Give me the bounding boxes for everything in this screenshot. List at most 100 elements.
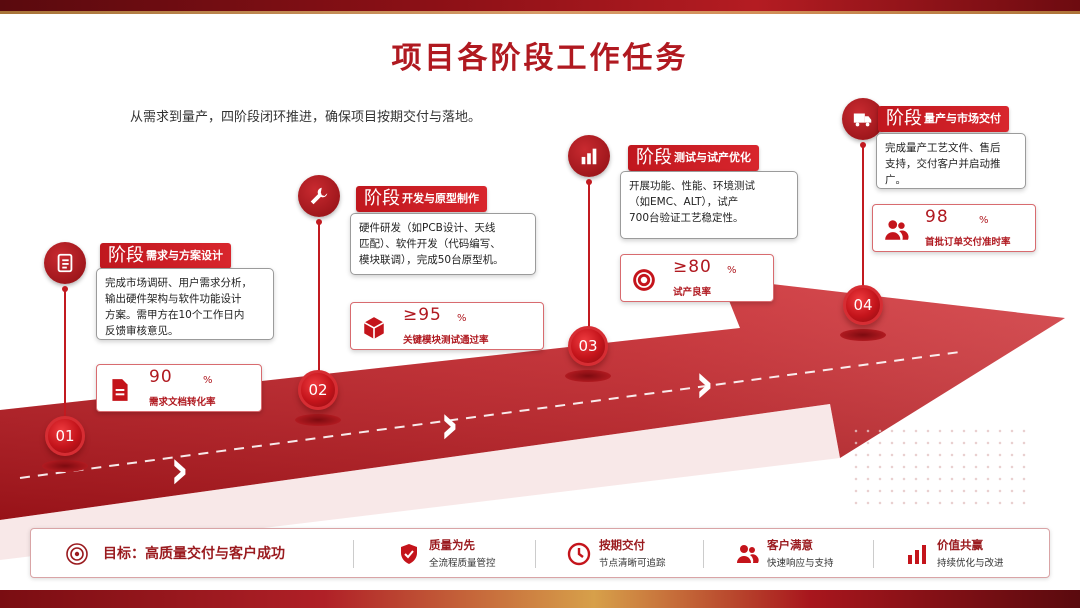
- desc-line: 匹配）、软件开发（代码编写、: [359, 238, 501, 250]
- clock-icon: [567, 542, 591, 566]
- bar-chart-icon: [908, 545, 926, 564]
- stage-3-stem: [588, 181, 590, 327]
- stage-4-icon-badge: [842, 98, 884, 140]
- chevron-right-icon: ›: [695, 350, 714, 416]
- stage-1-node-base: [42, 460, 88, 472]
- stage-3-metric: ≥80 % 试产良率: [620, 254, 774, 302]
- stage-1-metric: 90 % 需求文档转化率: [96, 364, 262, 412]
- page-subtitle: 从需求到量产，四阶段闭环推进，确保项目按期交付与落地。: [130, 110, 482, 125]
- document-icon: [112, 379, 128, 401]
- bar-chart-icon: [581, 148, 597, 165]
- footer-summary-bar: 目标：高质量交付与客户成功 质量为先 全流程质量管控 按期交付 节点清晰可追踪 …: [30, 528, 1050, 578]
- desc-line: 方案。需甲方在10个工作日内: [105, 309, 245, 321]
- desc-line: 输出硬件架构与软件功能设计: [105, 293, 242, 305]
- target-icon: [633, 269, 655, 291]
- footer-item-title: 质量为先: [429, 538, 475, 552]
- stage-4-metric: 98 % 首批订单交付准时率: [872, 204, 1036, 252]
- metric-value: ≥95: [403, 305, 442, 325]
- stage-3-node[interactable]: 03: [568, 326, 608, 366]
- footer-divider: [353, 540, 354, 568]
- dot-pattern: [850, 425, 1030, 505]
- stage-3-description: 开展功能、性能、环境测试 （如EMC、ALT），试产 700台验证工艺稳定性。: [620, 171, 798, 239]
- cube-icon: [363, 317, 385, 339]
- footer-item-sub: 全流程质量管控: [429, 558, 496, 569]
- stage-2-icon-badge: [298, 175, 340, 217]
- metric-unit: %: [727, 265, 737, 276]
- stage-tag-big: 阶段: [886, 108, 922, 129]
- stage-3-stem-dot: [586, 179, 592, 185]
- top-decor-band: [0, 0, 1080, 14]
- metric-label: 关键模块测试通过率: [403, 335, 489, 346]
- bottom-decor-band: [0, 590, 1080, 608]
- metric-value: ≥80: [673, 257, 712, 277]
- stage-2-stem-dot: [316, 219, 322, 225]
- stage-1-node[interactable]: 01: [45, 416, 85, 456]
- desc-line: 700台验证工艺稳定性。: [629, 212, 744, 224]
- footer-item-sub: 快速响应与支持: [767, 558, 834, 569]
- stage-3-icon-badge: [568, 135, 610, 177]
- stage-tag-small: 需求与方案设计: [146, 249, 223, 262]
- stage-2-tag: 阶段开发与原型制作: [356, 186, 487, 212]
- stage-3-node-base: [565, 370, 611, 382]
- stage-tag-big: 阶段: [636, 147, 672, 168]
- target-icon: [66, 543, 88, 565]
- metric-value: 90: [149, 367, 173, 387]
- desc-line: 硬件研发（如PCB设计、天线: [359, 222, 496, 234]
- footer-item-sub: 持续优化与改进: [937, 558, 1004, 569]
- document-list-icon: [57, 253, 73, 273]
- chevron-right-icon: ›: [440, 391, 459, 457]
- footer-item-title: 按期交付: [599, 538, 645, 552]
- footer-divider: [873, 540, 874, 568]
- stage-tag-big: 阶段: [364, 188, 400, 209]
- stage-tag-big: 阶段: [108, 245, 144, 266]
- desc-line: 反馈审核意见。: [105, 325, 179, 337]
- stage-2-stem: [318, 221, 320, 371]
- wrench-icon: [310, 187, 328, 205]
- metric-unit: %: [457, 313, 467, 324]
- metric-unit: %: [203, 375, 213, 386]
- stage-2-metric: ≥95 % 关键模块测试通过率: [350, 302, 544, 350]
- desc-line: 模块联调），完成50台原型机。: [359, 254, 504, 266]
- users-icon: [737, 545, 759, 563]
- stage-tag-small: 量产与市场交付: [924, 112, 1001, 125]
- stage-4-stem-dot: [860, 142, 866, 148]
- footer-item-title: 客户满意: [767, 538, 813, 552]
- metric-value: 98: [925, 207, 949, 227]
- shield-check-icon: [401, 544, 417, 564]
- stage-4-node[interactable]: 04: [843, 285, 883, 325]
- footer-item-title: 价值共赢: [937, 538, 983, 552]
- stage-tag-small: 开发与原型制作: [402, 192, 479, 205]
- truck-icon: [853, 113, 872, 127]
- page-title: 项目各阶段工作任务: [391, 41, 689, 76]
- desc-line: 广。: [885, 174, 906, 186]
- stage-4-description: 完成量产工艺文件、售后 支持，交付客户并启动推 广。: [876, 133, 1026, 189]
- stage-1-description: 完成市场调研、用户需求分析， 输出硬件架构与软件功能设计 方案。需甲方在10个工…: [96, 268, 274, 340]
- metric-label: 试产良率: [673, 287, 712, 298]
- desc-line: 开展功能、性能、环境测试: [629, 180, 755, 192]
- stage-2-node-base: [295, 414, 341, 426]
- stage-4-stem: [862, 144, 864, 289]
- desc-line: 支持，交付客户并启动推: [885, 158, 1001, 170]
- metric-label: 需求文档转化率: [149, 397, 216, 408]
- metric-unit: %: [979, 215, 989, 226]
- stage-2-description: 硬件研发（如PCB设计、天线 匹配）、软件开发（代码编写、 模块联调），完成50…: [350, 213, 536, 275]
- stage-4-tag: 阶段量产与市场交付: [878, 106, 1009, 132]
- footer-divider: [703, 540, 704, 568]
- metric-label: 首批订单交付准时率: [925, 237, 1011, 248]
- stage-tag-small: 测试与试产优化: [674, 151, 751, 164]
- stage-2-node[interactable]: 02: [298, 370, 338, 410]
- footer-divider: [535, 540, 536, 568]
- footer-item-sub: 节点清晰可追踪: [599, 558, 666, 569]
- footer-goal: 目标：高质量交付与客户成功: [103, 546, 285, 562]
- desc-line: 完成量产工艺文件、售后: [885, 142, 1001, 154]
- stage-1-tag: 阶段需求与方案设计: [100, 243, 231, 269]
- stage-4-node-base: [840, 329, 886, 341]
- chevron-right-icon: ›: [170, 436, 189, 502]
- stage-1-icon-badge: [44, 242, 86, 284]
- users-icon: [885, 220, 909, 240]
- desc-line: 完成市场调研、用户需求分析，: [105, 277, 252, 289]
- stage-1-stem: [64, 288, 66, 418]
- stage-3-tag: 阶段测试与试产优化: [628, 145, 759, 171]
- stage-1-stem-dot: [62, 286, 68, 292]
